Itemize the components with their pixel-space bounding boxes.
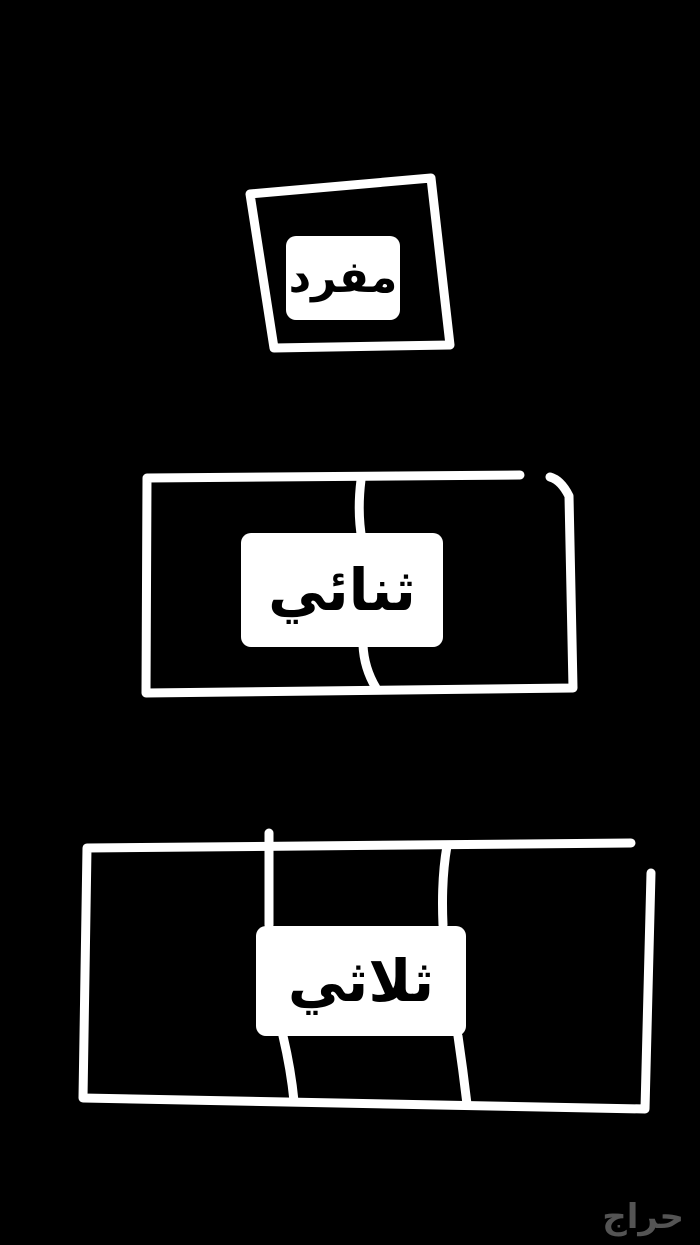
single-room-label: مفرد <box>286 236 400 320</box>
double-room-label: ثنائي <box>241 533 443 647</box>
triple-room-label: ثلاثي <box>256 926 466 1036</box>
watermark-logo: حراج <box>602 1197 684 1237</box>
triple-room-divider-left <box>264 828 299 1106</box>
double-room-outline <box>141 470 578 698</box>
single-room-outline <box>245 173 455 353</box>
triple-room-divider-right <box>438 841 472 1109</box>
